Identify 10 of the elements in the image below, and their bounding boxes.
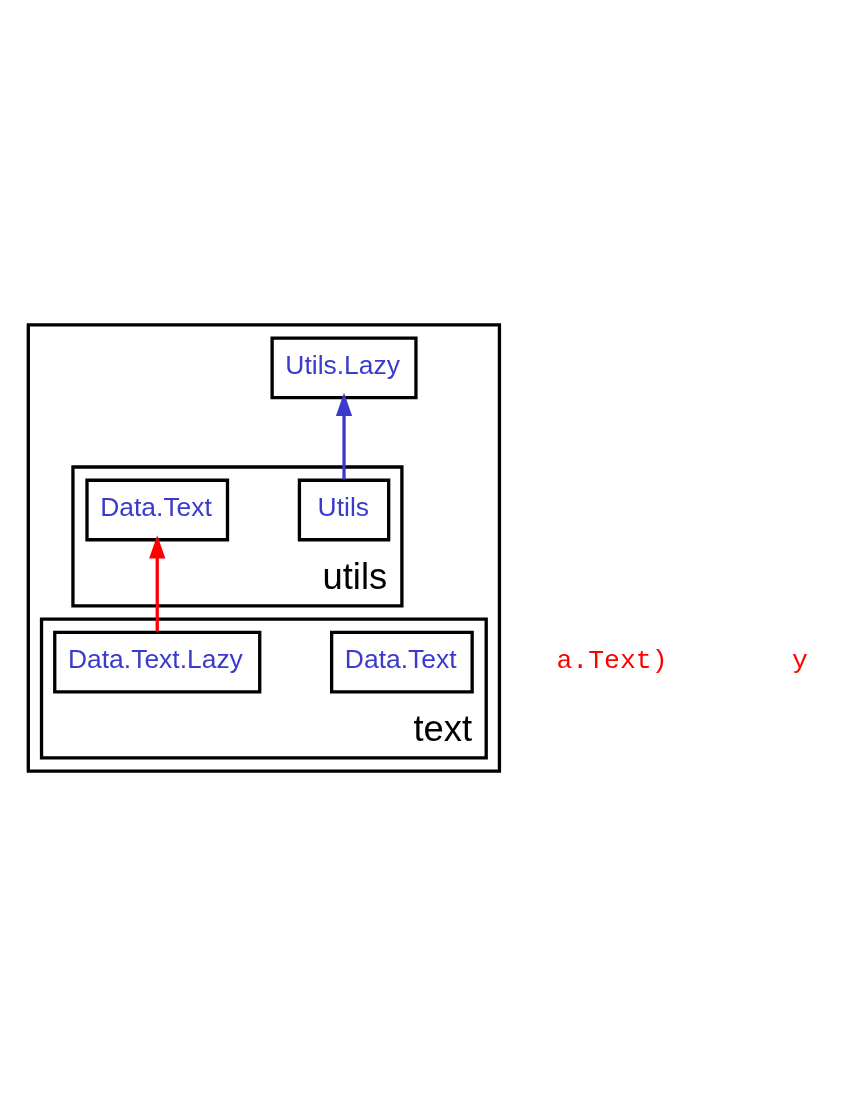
node-box: Data.Text [330, 630, 474, 693]
node-box: Data.Text [85, 478, 230, 541]
node-box: Utils [297, 478, 391, 541]
label: y [792, 645, 808, 676]
arrow [335, 392, 353, 480]
label: a.Text) [556, 645, 668, 676]
arrow [149, 534, 166, 632]
node-box: Data.Text.Lazy [53, 630, 262, 693]
cluster [26, 322, 502, 773]
node-box: Utils.Lazy [270, 335, 418, 399]
